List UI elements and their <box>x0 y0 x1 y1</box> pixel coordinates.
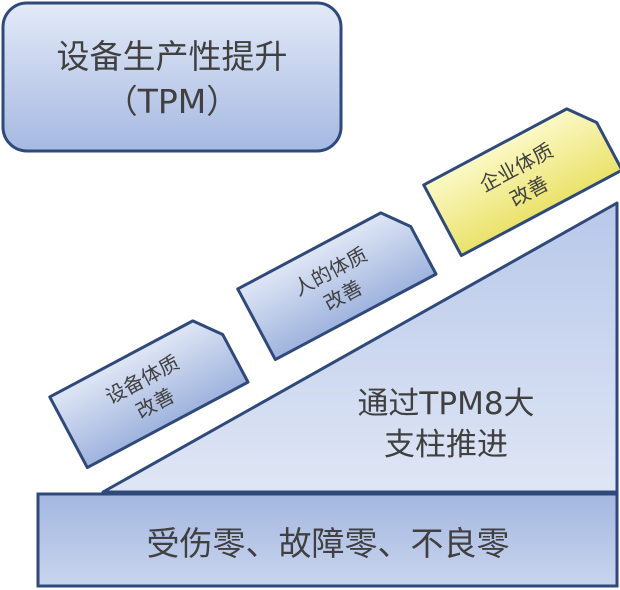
step-enterprise: 企业体质 改善 <box>422 107 620 258</box>
base-bar: 受伤零、故障零、不良零 <box>36 492 619 588</box>
ramp-line-1: 通过TPM8大 <box>357 386 534 422</box>
title-box: 设备生产性提升 （TPM） <box>1 1 343 153</box>
ramp-line-2: 支柱推进 <box>384 427 508 463</box>
base-label: 受伤零、故障零、不良零 <box>147 524 510 563</box>
title-line-1: 设备生产性提升 <box>57 37 288 76</box>
ramp-triangle: 通过TPM8大 支柱推进 <box>101 201 619 494</box>
title-line-2: （TPM） <box>105 82 240 121</box>
